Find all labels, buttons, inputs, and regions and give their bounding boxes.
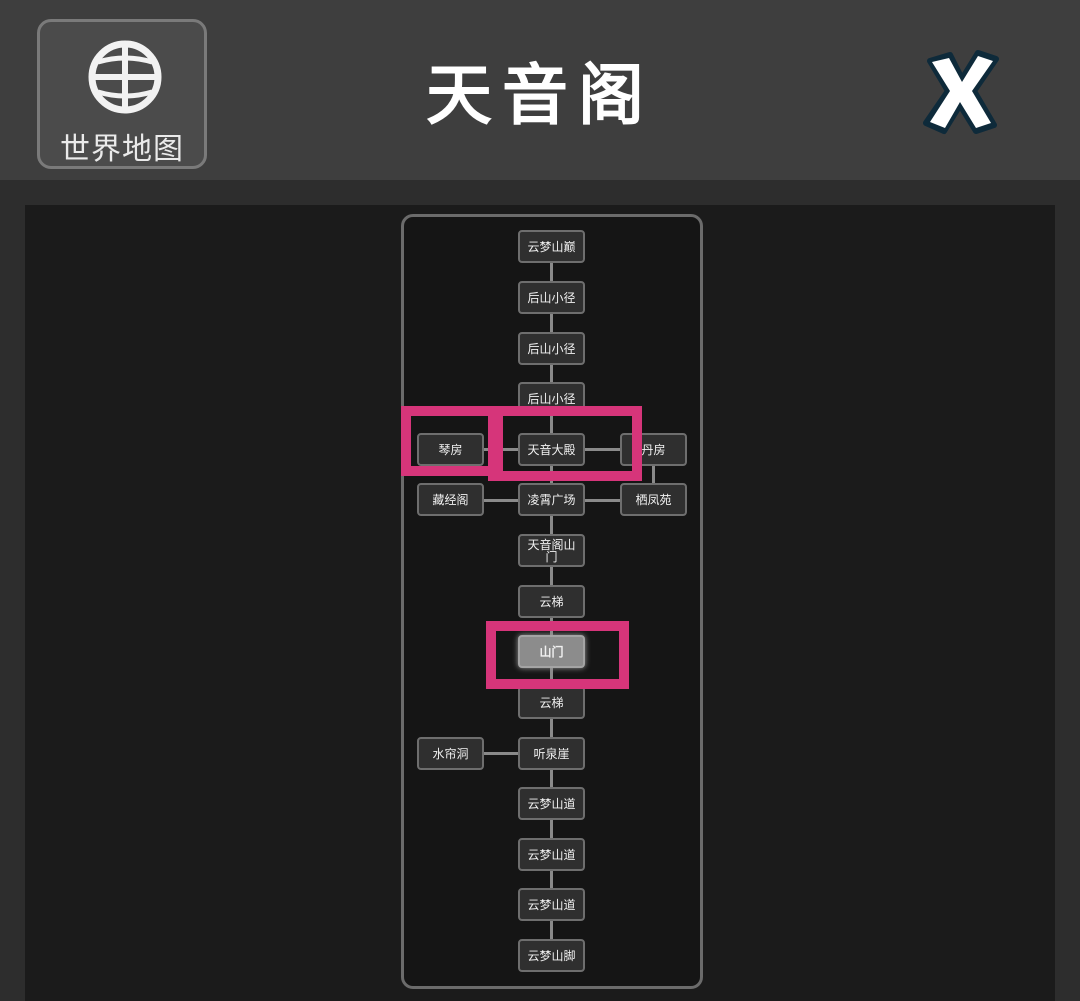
close-button[interactable]: [916, 45, 1006, 137]
map-node-cloud-ladder[interactable]: 云梯: [518, 585, 585, 618]
map-node-phoenix-garden[interactable]: 栖凤苑: [620, 483, 687, 516]
map-node-mountain-gate-current[interactable]: 山门: [518, 635, 585, 668]
map-node-qin-room[interactable]: 琴房: [417, 433, 484, 466]
connector-scripture-square: [484, 499, 519, 502]
page-title: 天音阁: [426, 56, 654, 134]
map-node-cloud-road[interactable]: 云梦山道: [518, 787, 585, 820]
map-node-summit[interactable]: 云梦山巅: [518, 230, 585, 263]
highlight-box-main-hall: [488, 406, 642, 481]
world-map-button[interactable]: 世界地图: [37, 19, 207, 169]
world-map-label: 世界地图: [60, 132, 184, 167]
map-node-waterfall-cave[interactable]: 水帘洞: [417, 737, 484, 770]
map-node-scripture-pavilion[interactable]: 藏经阁: [417, 483, 484, 516]
map-node-main-hall[interactable]: 天音大殿: [518, 433, 585, 466]
connector-hall-pill: [585, 448, 620, 451]
map-node-sect-gate[interactable]: 天音阁山门: [518, 534, 585, 567]
map-node-back-path[interactable]: 后山小径: [518, 332, 585, 365]
map-node-cloud-ladder[interactable]: 云梯: [518, 686, 585, 719]
map-node-back-path[interactable]: 后山小径: [518, 281, 585, 314]
highlight-box-qin-room: [401, 406, 503, 476]
connector-square-phoenix: [585, 499, 620, 502]
map-node-lingxiao-square[interactable]: 凌霄广场: [518, 483, 585, 516]
connector-cave-cliff: [484, 752, 519, 755]
map-node-pill-room[interactable]: 丹房: [620, 433, 687, 466]
header-bar: 世界地图 天音阁: [0, 0, 1080, 180]
map-node-cloud-road[interactable]: 云梦山道: [518, 888, 585, 921]
globe-icon: [88, 40, 162, 114]
map-node-listening-spring-cliff[interactable]: 听泉崖: [518, 737, 585, 770]
connector-pill-phoenix: [652, 465, 655, 485]
highlight-box-current-location: [486, 621, 629, 689]
map-node-mountain-foot[interactable]: 云梦山脚: [518, 939, 585, 972]
close-x-icon: [923, 50, 999, 134]
map-node-cloud-road[interactable]: 云梦山道: [518, 838, 585, 871]
